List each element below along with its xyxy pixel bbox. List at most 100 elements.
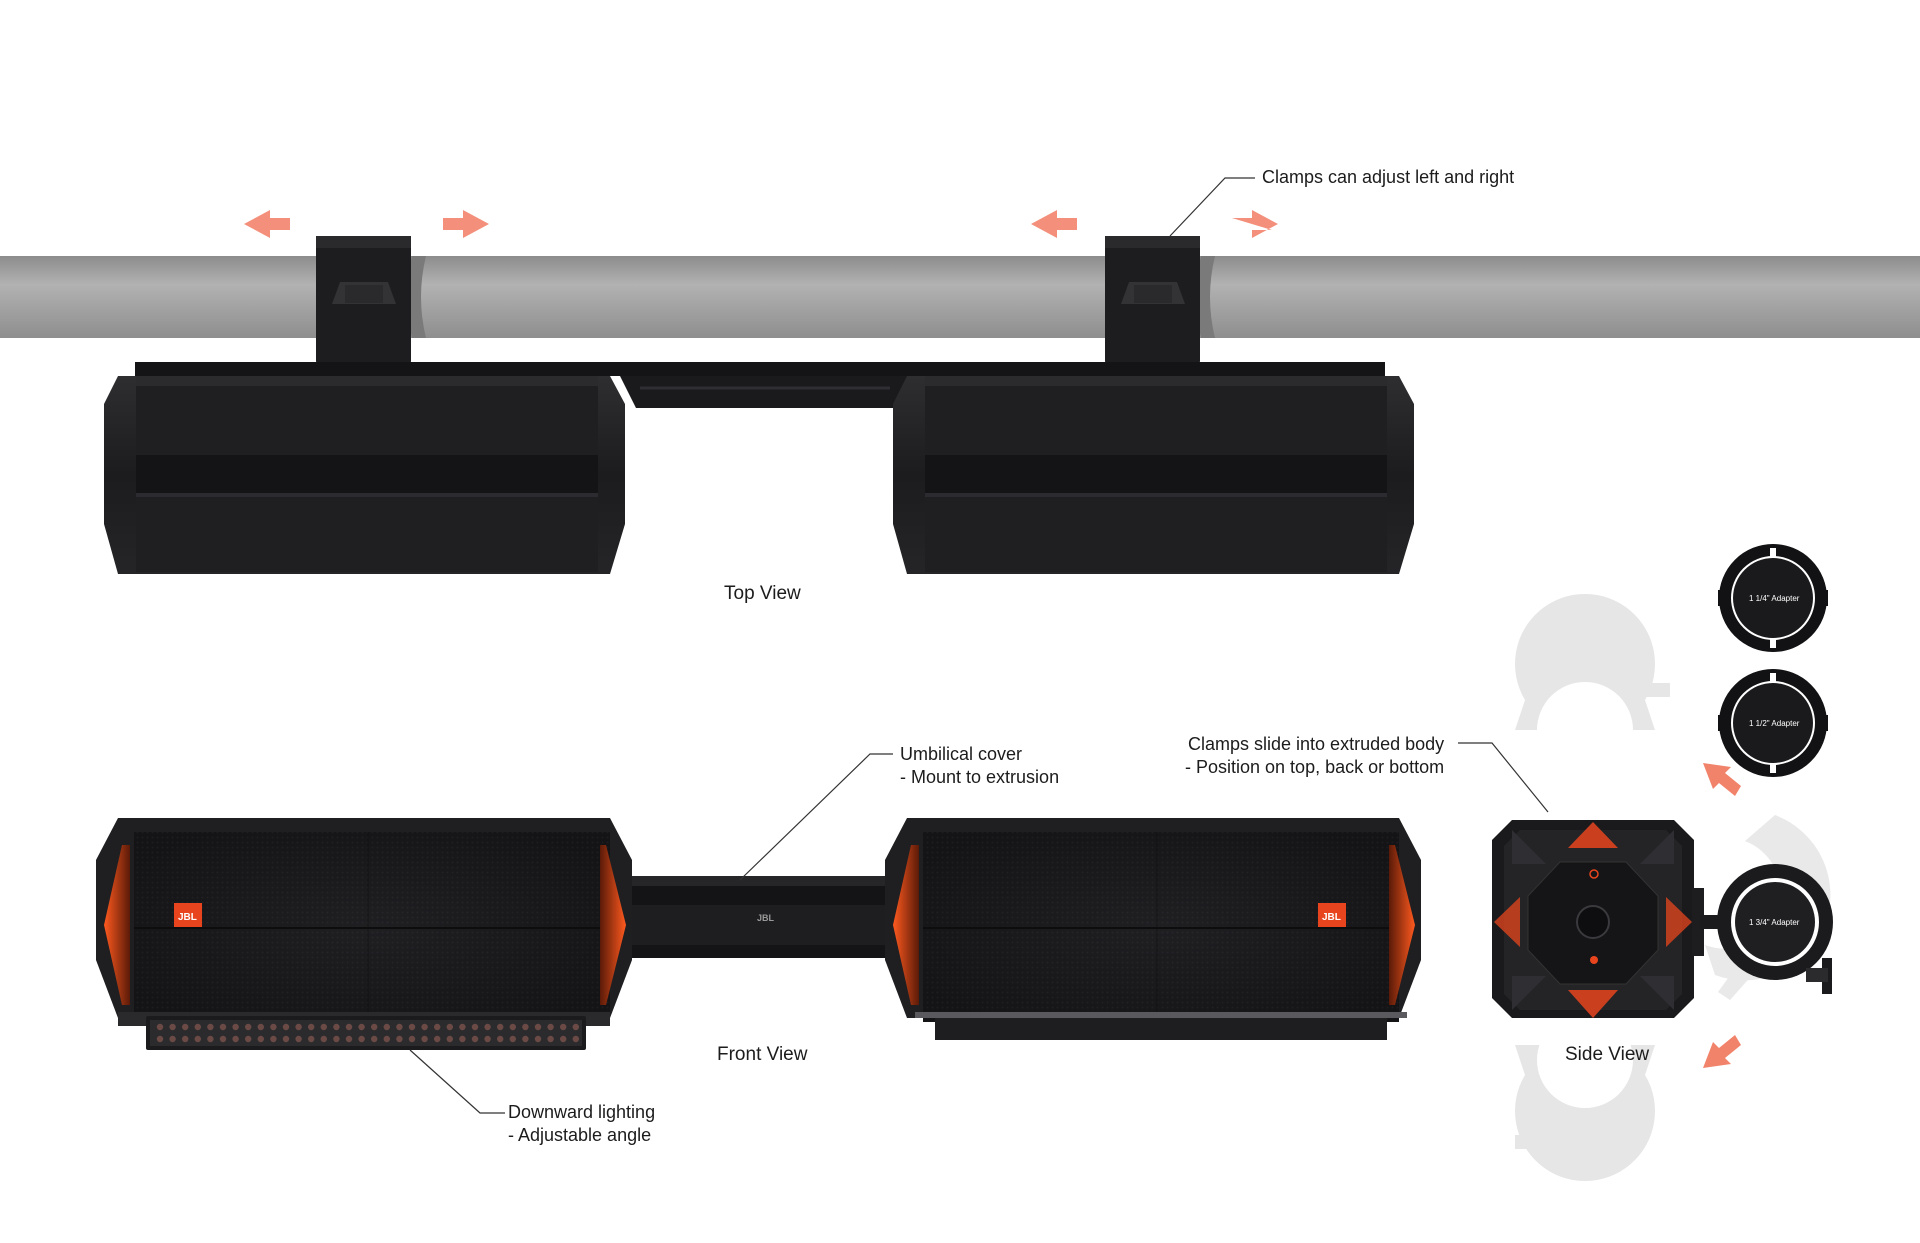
led-dot [219, 1023, 227, 1031]
led-dot [396, 1023, 403, 1031]
led-dot [308, 1035, 315, 1043]
led-dot [371, 1023, 378, 1031]
led-dot [270, 1023, 277, 1031]
led-dot [471, 1023, 479, 1031]
led-dot [182, 1023, 189, 1031]
led-dot [560, 1035, 567, 1043]
led-dot [434, 1035, 441, 1043]
callout-lighting: Downward lighting - Adjustable angle [508, 1102, 656, 1145]
led-dot [547, 1035, 554, 1043]
led-dot [333, 1023, 340, 1031]
led-dot [219, 1035, 227, 1043]
leader-line-umbilical [739, 753, 893, 881]
led-dot [560, 1023, 567, 1031]
led-dot [383, 1023, 390, 1031]
speaker-left-top [104, 376, 625, 574]
power-icon [1589, 869, 1599, 879]
led-dot [484, 1023, 491, 1031]
front-view: JBL JBL [96, 753, 1421, 1114]
mounting-tube [0, 256, 1920, 338]
side-view: 1 3/4" Adapter 1 1/4" Adapter 1 1/2" Ada… [1458, 544, 1833, 1182]
downward-light-bar [146, 1016, 586, 1050]
led-dot [169, 1023, 176, 1031]
led-dot [408, 1023, 416, 1031]
side-glow-right [600, 845, 626, 1005]
led-dot [257, 1023, 264, 1031]
adapter-ring-2: 1 1/2" Adapter [1718, 669, 1828, 777]
led-dot [522, 1023, 529, 1031]
adapter-label: 1 3/4" Adapter [1749, 918, 1800, 927]
led-dot [408, 1035, 416, 1043]
speaker-side-profile [1492, 820, 1694, 1018]
leader-line-clamps-slide [1458, 742, 1549, 813]
led-dot [207, 1023, 214, 1031]
led-dot [509, 1035, 516, 1043]
led-dot [434, 1023, 441, 1031]
speaker-left-front: JBL [96, 818, 632, 1026]
arrow-right-icon [443, 210, 489, 238]
mounting-rail [135, 362, 1385, 376]
led-array [156, 1023, 579, 1043]
led-dot [421, 1035, 428, 1043]
led-dot [295, 1023, 302, 1031]
arrow-up-left-icon [1703, 763, 1741, 796]
arrow-left-icon [1031, 210, 1077, 238]
led-dot [358, 1035, 365, 1043]
led-dot [396, 1035, 403, 1043]
led-dot [207, 1035, 214, 1043]
arrow-left-icon [244, 210, 290, 238]
led-dot [459, 1035, 466, 1043]
leader-line-lighting [409, 1049, 505, 1114]
led-dot [522, 1035, 529, 1043]
led-dot [509, 1023, 516, 1031]
led-dot [471, 1035, 479, 1043]
clamp-left [316, 236, 426, 364]
led-dot [194, 1023, 201, 1031]
speaker-right-top [893, 376, 1414, 574]
led-dot [282, 1035, 290, 1043]
led-dot [257, 1035, 264, 1043]
svg-text:JBL: JBL [178, 912, 197, 923]
svg-text:JBL: JBL [1322, 912, 1341, 923]
led-dot [194, 1035, 201, 1043]
adapter-label: 1 1/4" Adapter [1749, 594, 1800, 603]
bluetooth-icon [1590, 956, 1598, 964]
led-dot [421, 1023, 428, 1031]
umbilical-cover-front: JBL [620, 876, 920, 958]
led-dot [232, 1035, 239, 1043]
umbilical-cover-top [620, 376, 910, 408]
led-dot [245, 1023, 252, 1031]
led-dot [497, 1035, 504, 1043]
led-dot [308, 1023, 315, 1031]
led-dot [169, 1035, 176, 1043]
svg-text:JBL: JBL [757, 913, 775, 923]
label-top-view: Top View [724, 583, 801, 604]
led-dot [345, 1035, 353, 1043]
led-dot [497, 1023, 504, 1031]
control-knob-icon [1576, 905, 1610, 939]
leader-line-clamps [1169, 177, 1255, 237]
led-dot [156, 1023, 164, 1031]
ghost-clamp-top [1515, 593, 1670, 778]
adjust-arrows [244, 210, 1278, 238]
led-dot [270, 1035, 277, 1043]
led-dot [182, 1035, 189, 1043]
led-dot [320, 1023, 327, 1031]
attached-clamp: 1 3/4" Adapter [1692, 864, 1833, 994]
led-dot [156, 1035, 164, 1043]
led-dot [534, 1023, 542, 1031]
led-dot [232, 1023, 239, 1031]
led-dot [446, 1023, 453, 1031]
adapter-label: 1 1/2" Adapter [1749, 719, 1800, 728]
led-dot [282, 1023, 290, 1031]
led-dot [371, 1035, 378, 1043]
led-dot [547, 1023, 554, 1031]
top-view [0, 177, 1920, 574]
adapter-ring-1: 1 1/4" Adapter [1718, 544, 1828, 652]
jbl-logo-icon [1318, 903, 1346, 927]
led-dot [383, 1035, 390, 1043]
led-dot [572, 1023, 579, 1031]
led-dot [295, 1035, 302, 1043]
